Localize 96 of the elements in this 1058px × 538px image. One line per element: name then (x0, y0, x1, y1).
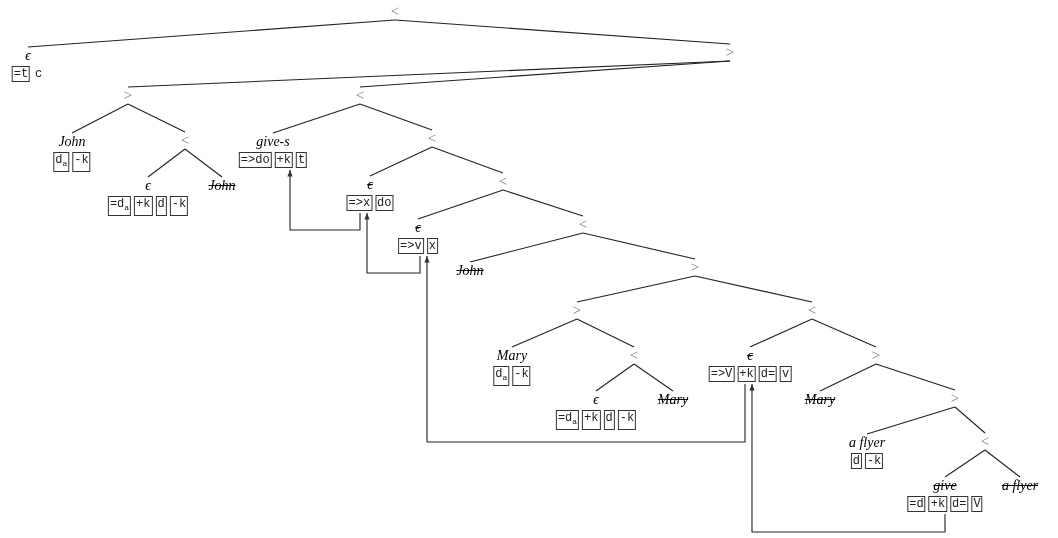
tree-branch (147, 148, 186, 178)
tree-branch (359, 60, 731, 88)
feature-box: d (850, 453, 862, 469)
feature-box: -k (617, 410, 637, 431)
feature-box: d$_{a}$ (53, 152, 70, 173)
merge-symbol: < (180, 133, 190, 148)
feature-box: d (155, 196, 167, 217)
feature-box: =>V (708, 366, 735, 382)
feature-box: =d$_{a}$ (555, 410, 580, 431)
tree-branch (866, 406, 956, 435)
feature-box: -k (864, 453, 884, 469)
tree-branch (582, 232, 696, 260)
merge-symbol: > (123, 88, 133, 103)
tree-branch (502, 189, 584, 217)
word-label: Mary (496, 348, 528, 364)
tree-branch (633, 363, 674, 392)
merge-symbol: > (690, 260, 700, 275)
struck-word: Mary (657, 392, 689, 408)
feature-box: -k (169, 196, 189, 217)
feature-box: =>v (398, 238, 424, 254)
word-label: ϵ (25, 48, 31, 64)
word-label: give-s (256, 134, 290, 150)
struck-word: Mary (804, 392, 836, 408)
feature-box: =t (11, 66, 31, 82)
feature-box: +k (928, 496, 948, 512)
tree-branch (954, 406, 986, 434)
movement-arrow (424, 255, 746, 443)
struck-word: ϵ (367, 177, 373, 193)
movement-arrow (287, 169, 361, 231)
tree-branch (272, 103, 361, 134)
tree-branch (576, 275, 696, 303)
feature-box: d= (758, 366, 778, 382)
tree-branch (431, 146, 504, 174)
struck-word: ϵ (747, 348, 753, 364)
feature-box: +k (274, 152, 293, 168)
merge-symbol: < (355, 88, 365, 103)
tree-branch (71, 103, 129, 134)
feature-box: +k (582, 410, 601, 431)
tree-branch (595, 363, 635, 392)
feature-box: V (971, 496, 983, 512)
tree-branch (127, 103, 186, 133)
tree-branch (27, 19, 396, 48)
word-label: ϵ (593, 392, 599, 408)
tree-branch (394, 19, 731, 45)
feature-box: x (426, 238, 438, 254)
feature-box: d (603, 410, 615, 431)
struck-word: ϵ (415, 220, 421, 236)
tree-branch (369, 146, 433, 177)
feature-box: =>do (238, 152, 272, 168)
merge-symbol: < (578, 217, 588, 232)
merge-symbol: > (572, 303, 582, 318)
tree-branch (944, 449, 986, 478)
movement-arrow (364, 212, 421, 274)
feature-box: -k (512, 366, 531, 387)
struck-word: John (208, 178, 236, 194)
feature-box: =d$_{a}$ (107, 196, 132, 217)
merge-symbol: > (725, 45, 735, 60)
tree-branch (749, 318, 813, 348)
word-label: John (58, 134, 86, 150)
word-label: ϵ (145, 178, 151, 194)
tree-branch (811, 318, 877, 348)
merge-symbol: < (390, 4, 400, 19)
tree-branch (694, 275, 813, 303)
tree-branch (984, 449, 1021, 478)
struck-word: a flyer (1001, 478, 1039, 494)
tree-branch (875, 363, 956, 391)
movement-arrow (749, 383, 946, 533)
feature-box: =>x (346, 195, 373, 211)
category-label: c (34, 66, 44, 82)
tree-branch (127, 60, 731, 88)
feature-box: =d (907, 496, 926, 512)
struck-word: give (933, 478, 957, 494)
tree-branch (184, 148, 223, 178)
merge-symbol: < (807, 303, 817, 318)
feature-box: d$_{a}$ (493, 366, 510, 387)
tree-branch (359, 103, 433, 131)
merge-symbol: < (629, 348, 639, 363)
merge-symbol: < (498, 174, 508, 189)
merge-symbol: > (871, 348, 881, 363)
feature-box: +k (134, 196, 153, 217)
feature-box: +k (737, 366, 756, 382)
tree-branch (511, 318, 578, 348)
merge-symbol: < (427, 131, 437, 146)
tree-branch (469, 232, 584, 263)
feature-box: -k (72, 152, 91, 173)
tree-branch (576, 318, 635, 348)
tree-branch (819, 363, 877, 392)
feature-box: t (296, 152, 308, 168)
tree-branch (417, 189, 504, 220)
feature-box: v (780, 366, 792, 382)
feature-box: d= (950, 496, 969, 512)
merge-symbol: > (950, 391, 960, 406)
word-label: a flyer (848, 435, 886, 451)
feature-box: do (375, 195, 394, 211)
struck-word: John (456, 263, 484, 279)
merge-symbol: < (980, 434, 990, 449)
